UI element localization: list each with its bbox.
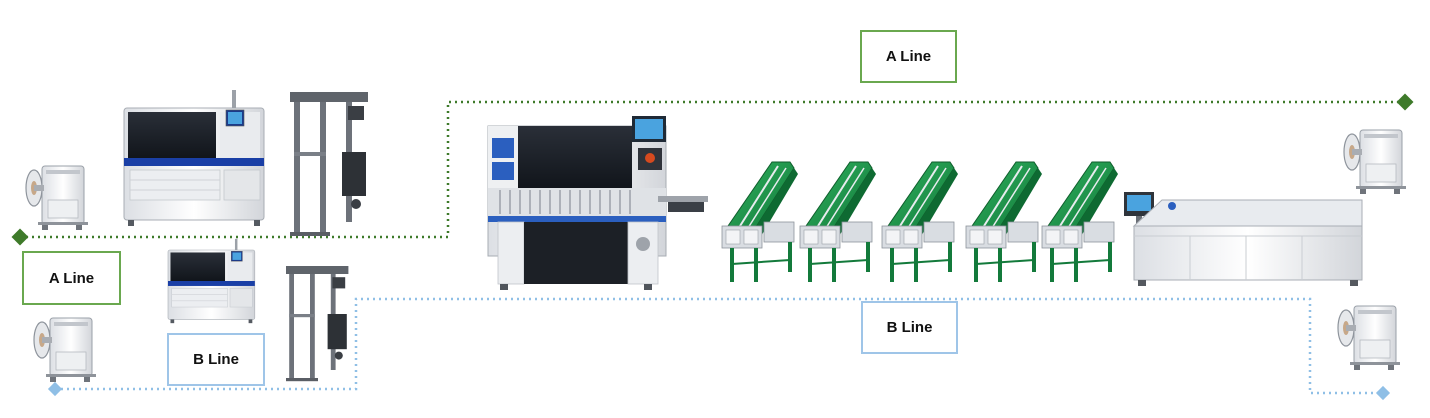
reel-unloader-icon bbox=[33, 317, 97, 383]
inspection-conveyor-icon bbox=[964, 160, 1044, 284]
vertical-conveyor-icon bbox=[290, 92, 368, 236]
b-line-label-bottom: B Line bbox=[861, 301, 958, 354]
b-line-end-marker bbox=[1375, 385, 1391, 401]
reflow-oven-icon bbox=[1124, 192, 1363, 286]
pick-and-place-machine-icon bbox=[487, 116, 708, 290]
a-line-label-left: A Line bbox=[22, 251, 121, 305]
a-line-label-top: A Line bbox=[860, 30, 957, 83]
b-line-label-left: B Line bbox=[167, 333, 265, 386]
stencil-printer-icon bbox=[123, 89, 265, 227]
reel-unloader-icon bbox=[25, 165, 89, 231]
reel-unloader-icon bbox=[1337, 305, 1401, 371]
reel-unloader-icon bbox=[1343, 129, 1407, 195]
a-line-start-marker bbox=[11, 228, 29, 246]
inspection-conveyor-icon bbox=[1040, 160, 1120, 284]
stencil-printer-icon bbox=[167, 238, 256, 324]
b-line-path bbox=[47, 297, 1391, 401]
a-line-end-marker bbox=[1396, 93, 1414, 111]
inspection-conveyor-icon bbox=[880, 160, 960, 284]
inspection-conveyor-icon bbox=[720, 160, 800, 284]
b-line-start-marker bbox=[47, 381, 63, 397]
inspection-conveyor-icon bbox=[798, 160, 878, 284]
vertical-conveyor-icon bbox=[286, 266, 349, 382]
